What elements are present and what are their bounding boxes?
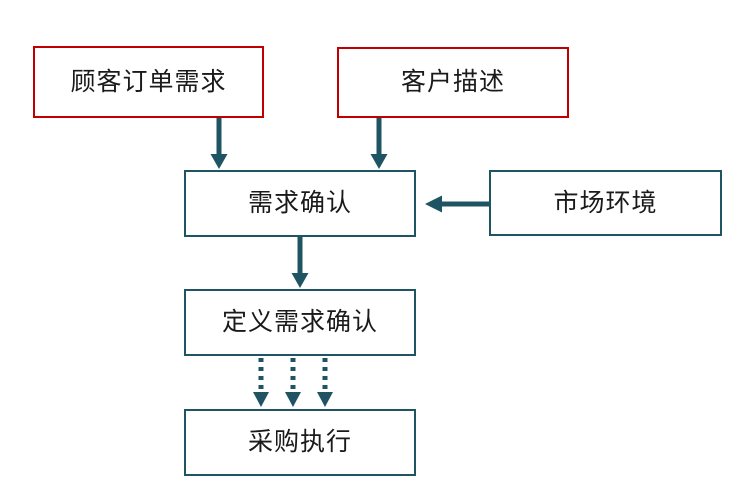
arrow-define-to-procure-3: [313, 357, 337, 409]
node-define-demand-confirmation[interactable]: 定义需求确认: [184, 289, 416, 356]
node-customer-description[interactable]: 客户描述: [337, 47, 569, 118]
arrow-order-to-confirm: [206, 118, 232, 170]
node-customer-order-demand[interactable]: 顾客订单需求: [33, 46, 264, 118]
arrow-market-to-confirm: [424, 191, 490, 217]
node-label: 顾客订单需求: [70, 66, 227, 96]
arrow-description-to-confirm: [366, 118, 392, 170]
node-label: 客户描述: [400, 67, 505, 96]
node-market-environment[interactable]: 市场环境: [489, 170, 722, 236]
arrow-define-to-procure-2: [281, 357, 305, 409]
arrow-confirm-to-define: [287, 237, 313, 289]
node-label: 定义需求确认: [221, 307, 378, 336]
node-demand-confirmation[interactable]: 需求确认: [184, 170, 416, 237]
node-label: 市场环境: [553, 187, 658, 217]
arrow-define-to-procure-1: [249, 357, 273, 409]
node-procurement-execution[interactable]: 采购执行: [184, 409, 416, 476]
node-label: 需求确认: [247, 188, 352, 217]
node-label: 采购执行: [247, 427, 352, 456]
